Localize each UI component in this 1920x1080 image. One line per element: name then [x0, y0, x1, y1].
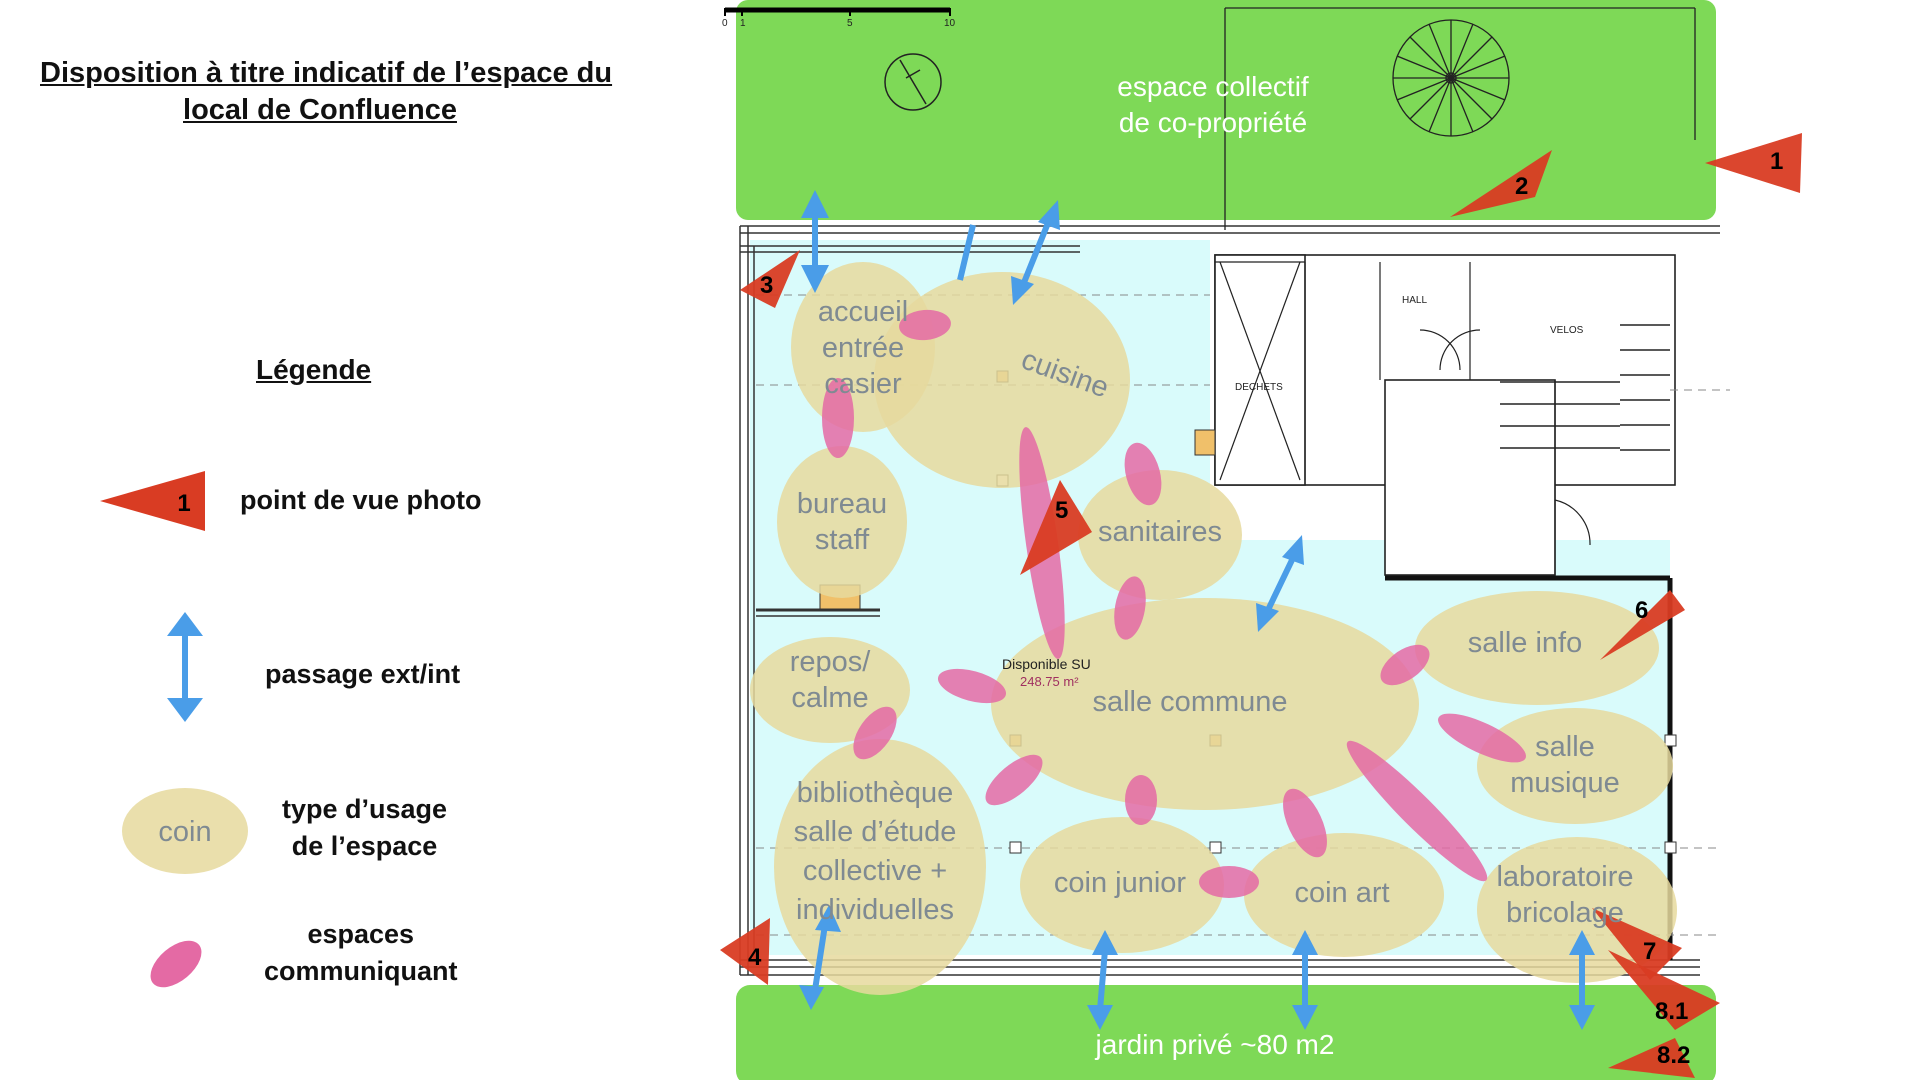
label-accueil-1: accueil [817, 296, 909, 328]
label-bibliotheque-3: collective + [802, 855, 948, 887]
north-compass-icon [884, 53, 942, 111]
legend-label-viewpoint: point de vue photo [240, 485, 482, 515]
viewpoint-number-3: 3 [760, 272, 774, 299]
legend-coin-text: coin [158, 816, 211, 848]
zone-salle-musique [1477, 708, 1673, 824]
scale-tick-10: 10 [944, 18, 956, 29]
label-bureau-1: bureau [796, 488, 888, 520]
viewpoint-2 [1450, 150, 1552, 217]
legend-communiquant-line-2: communiquant [264, 956, 458, 986]
label-repos-1: repos/ [789, 646, 871, 678]
plan-label-hall: HALL [1402, 295, 1428, 306]
viewpoint-triangles [720, 133, 1802, 1078]
viewpoint-7 [1592, 908, 1682, 980]
viewpoint-number-5: 5 [1055, 497, 1069, 524]
floor-plan: 0 1 5 10 HALL VELOS DECHETS Disponible S… [720, 0, 1920, 1080]
label-accueil: accueil entrée casier [818, 294, 908, 402]
label-coin-art: coin art [1294, 877, 1390, 909]
label-bibliotheque-2: salle d’étude [793, 816, 957, 848]
viewpoint-number-1: 1 [1770, 148, 1784, 175]
plan-label-surface: 248.75 m² [1020, 674, 1079, 689]
zone-bureau [777, 446, 907, 598]
label-salle-musique-1: salle [1535, 731, 1595, 763]
label-espace-collectif: espace collectif de co-propriété [1117, 69, 1308, 141]
collective-space-area [736, 0, 1716, 220]
passage-arrows [812, 215, 1585, 1011]
scale-tick-0: 0 [722, 18, 728, 29]
legend-label-usage: type d’usage de l’espace [282, 791, 447, 865]
label-salle-commune: salle commune [1092, 686, 1288, 718]
zone-sanitaires [1078, 470, 1242, 600]
viewpoint-5 [1020, 480, 1092, 575]
viewpoint-number-8-2: 8.2 [1657, 1042, 1691, 1069]
legend-usage-line-1: type d’usage [282, 794, 448, 824]
label-accueil-2: entrée [821, 332, 905, 364]
label-espace-collectif-1: espace collectif [1117, 71, 1309, 102]
scale-tick-5: 5 [847, 18, 853, 29]
label-bureau: bureau staff [797, 486, 887, 558]
label-espace-collectif-2: de co-propriété [1118, 107, 1308, 138]
title-line-2: local de Confluence [183, 94, 457, 126]
zone-ellipse-icon: coin [122, 788, 248, 874]
label-accueil-3: casier [824, 368, 902, 400]
double-arrow-icon [167, 612, 203, 722]
label-bureau-2: staff [814, 524, 870, 556]
viewpoint-8-1 [1608, 950, 1720, 1030]
viewpoint-number-8-1: 8.1 [1655, 998, 1689, 1025]
legend-label-passage: passage ext/int [265, 659, 461, 689]
viewpoint-triangle-icon: 1 [100, 471, 205, 531]
title-line-1: Disposition à titre indicatif de l’espac… [40, 57, 613, 89]
plan-label-disponible: Disponible SU [1002, 656, 1091, 672]
label-bibliotheque-1: bibliothèque [796, 777, 954, 809]
bike-racks [1500, 324, 1670, 451]
label-repos: repos/ calme [790, 644, 871, 716]
viewpoint-3 [740, 250, 800, 308]
page-title: Disposition à titre indicatif de l’espac… [40, 55, 613, 129]
label-repos-2: calme [791, 682, 869, 714]
label-laboratoire: laboratoire bricolage [1496, 859, 1633, 931]
legend-communiquant-line-1: espaces [307, 919, 415, 949]
zone-salle-commune [991, 598, 1419, 810]
label-bibliotheque: bibliothèque salle d’étude collective + … [794, 774, 957, 930]
pink-link-icon [150, 940, 202, 988]
viewpoint-4 [720, 918, 770, 985]
label-bibliotheque-4: individuelles [796, 894, 954, 926]
communicating-links [822, 309, 1526, 898]
label-coin-junior: coin junior [1053, 867, 1187, 899]
passage-arrowheads [799, 190, 1595, 1030]
scale-tick-1: 1 [740, 18, 746, 29]
plan-label-velos: VELOS [1550, 325, 1584, 336]
label-salle-info: salle info [1467, 627, 1583, 659]
label-laboratoire-2: bricolage [1506, 897, 1624, 929]
zone-salle-info [1415, 591, 1659, 705]
legend-usage-line-2: de l’espace [291, 831, 438, 861]
scale-bar [724, 7, 951, 16]
label-laboratoire-1: laboratoire [1496, 861, 1634, 893]
zone-coin-art [1244, 833, 1444, 957]
legend-viewpoint-number: 1 [177, 490, 190, 517]
legend-heading: Légende [256, 354, 372, 385]
viewpoint-number-4: 4 [748, 944, 762, 971]
viewpoint-number-7: 7 [1643, 938, 1657, 965]
garden-area [736, 985, 1716, 1080]
label-jardin: jardin privé ~80 m2 [1095, 1029, 1335, 1060]
plan-label-dechets: DECHETS [1235, 382, 1283, 393]
legend-label-communiquant: espaces communiquant [264, 916, 458, 990]
viewpoint-6 [1600, 590, 1685, 660]
viewpoint-number-2: 2 [1515, 173, 1529, 200]
label-salle-musique: salle musique [1510, 729, 1620, 801]
zone-coin-junior [1020, 817, 1224, 953]
viewpoint-number-6: 6 [1635, 597, 1649, 624]
service-block [1214, 254, 1676, 576]
viewpoint-1 [1705, 133, 1802, 193]
spiral-staircase [1224, 7, 1696, 230]
label-salle-musique-2: musique [1510, 767, 1620, 799]
label-sanitaires: sanitaires [1097, 516, 1223, 548]
floor-plan-drawing [720, 0, 1802, 1080]
viewpoint-8-2 [1608, 1038, 1695, 1078]
left-wall [739, 226, 880, 975]
